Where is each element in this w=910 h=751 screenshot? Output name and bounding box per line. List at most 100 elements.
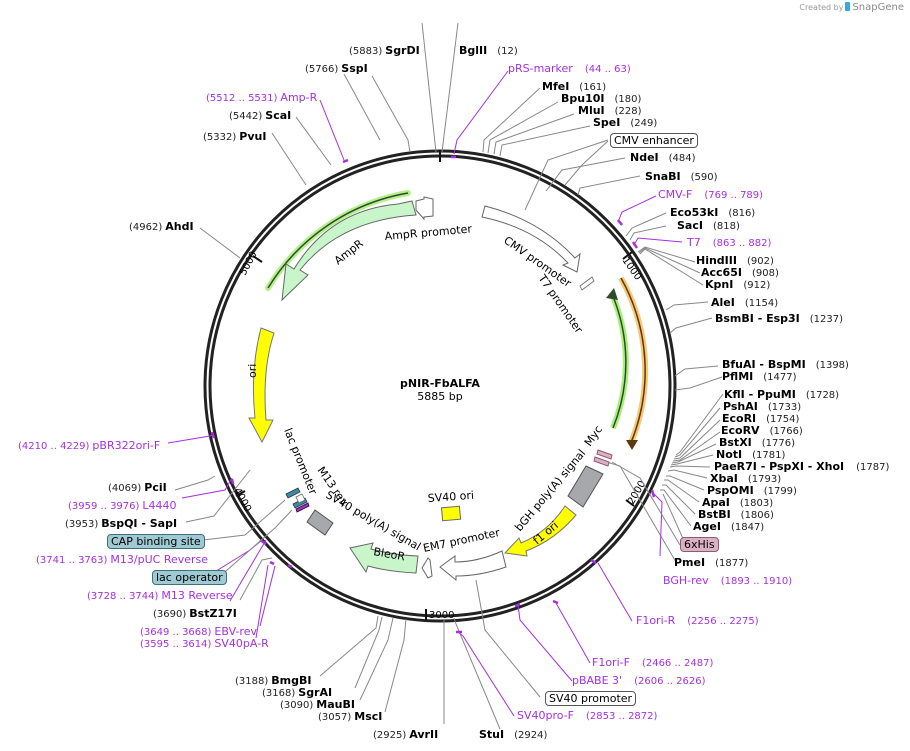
enzyme-bmgbi[interactable]: (3188)BmgBI (232, 674, 311, 688)
enzyme-bfuai-bspmi[interactable]: BfuAI - BspMI(1398) (722, 358, 852, 372)
primer-f1ori-f[interactable]: F1ori-F(2466 .. 2487) (592, 656, 716, 670)
primer-sv40pro-f[interactable]: SV40pro-F(2853 .. 2872) (517, 709, 660, 723)
t7-promoter-feature[interactable] (579, 276, 595, 291)
sv40-polya-feature[interactable] (306, 509, 334, 536)
ori-feature[interactable] (248, 327, 275, 444)
enzyme-bstbi[interactable]: BstBI(1806) (698, 508, 777, 522)
enzyme-sgrdi[interactable]: (5883)SgrDI (346, 44, 420, 58)
enzyme-leaders (174, 22, 724, 730)
sv40-ori-feature[interactable] (440, 505, 462, 522)
feature-leaders (194, 140, 681, 698)
em7-promoter-feature[interactable] (439, 550, 507, 582)
enzyme-pflmi[interactable]: PflMI(1477) (722, 370, 800, 384)
enzyme-position: (3690) (153, 609, 187, 620)
enzyme-sspi[interactable]: (5766)SspI (302, 62, 368, 76)
primer-t7[interactable]: T7(863 .. 882) (687, 236, 774, 250)
f1-ori-feature[interactable] (503, 505, 577, 557)
enzyme-kpni[interactable]: KpnI(912) (705, 278, 773, 292)
enzyme-avrii[interactable]: (2925)AvrII (370, 728, 438, 742)
enzyme-ecori[interactable]: EcoRI(1754) (722, 412, 802, 426)
enzyme-spei[interactable]: SpeI(249) (593, 116, 660, 130)
enzyme-name: BstBI (698, 508, 731, 521)
lac-promoter-feature[interactable] (295, 493, 306, 504)
snapgene-logo-icon (845, 2, 851, 11)
enzyme-position: (5332) (203, 132, 237, 143)
feature-cap-binding-site[interactable]: CAP binding site (107, 534, 205, 549)
enzyme-xbai[interactable]: XbaI(1793) (710, 472, 784, 486)
enzyme-ecorv[interactable]: EcoRV(1766) (721, 424, 806, 438)
primer-cmv-f[interactable]: CMV-F(769 .. 789) (658, 188, 766, 202)
enzyme-eco53ki[interactable]: Eco53kI(816) (670, 206, 758, 220)
enzyme-ndei[interactable]: NdeI(484) (630, 151, 699, 165)
ampr-feature[interactable] (281, 200, 417, 302)
enzyme-position: (1793) (747, 474, 782, 485)
enzyme-alei[interactable]: AleI(1154) (711, 296, 781, 310)
green-orf-line (611, 293, 627, 429)
primer-f1ori-r[interactable]: F1ori-R(2256 .. 2275) (636, 614, 762, 628)
primer-l4440[interactable]: (3959 .. 3976)L4440 (65, 499, 177, 513)
primer-pbabe-3[interactable]: pBABE 3'(2606 .. 2626) (572, 674, 709, 688)
enzyme-mlui[interactable]: MluI(228) (578, 104, 645, 118)
m13-rev-feature[interactable] (295, 502, 310, 513)
enzyme-name: ApaI (702, 496, 730, 509)
enzyme-saci[interactable]: SacI(818) (677, 219, 743, 233)
enzyme-pcii[interactable]: (4069)PciI (105, 481, 167, 495)
enzyme-scai[interactable]: (5442)ScaI (226, 109, 291, 123)
enzyme-pmei[interactable]: PmeI(1877) (674, 556, 751, 570)
enzyme-mfei[interactable]: MfeI(161) (542, 80, 609, 94)
primer-sv40pa-r[interactable]: (3595 .. 3614)SV40pA-R (137, 637, 269, 651)
enzyme-bstxi[interactable]: BstXI(1776) (719, 436, 798, 450)
green-orf-arrowhead (606, 288, 618, 300)
enzyme-bsmbi-esp3i[interactable]: BsmBI - Esp3I(1237) (715, 312, 846, 326)
enzyme-bglii[interactable]: BglII(12) (459, 44, 521, 58)
feature-lac-operator[interactable]: lac operator (152, 570, 227, 585)
enzyme-bpu10i[interactable]: Bpu10I(180) (561, 92, 644, 106)
primer-prs-marker[interactable]: pRS-marker(44 .. 63) (508, 62, 634, 76)
cmv-promoter-feature[interactable] (481, 205, 581, 273)
enzyme-sgrai[interactable]: (3168)SgrAI (259, 686, 332, 700)
svg-text:SV40 ori: SV40 ori (427, 489, 474, 505)
enzyme-bstz17i[interactable]: (3690)BstZ17I (150, 607, 237, 621)
primer-m13-puc-reverse[interactable]: (3741 .. 3763)M13/pUC Reverse (33, 553, 208, 567)
primer-pbr322ori-f[interactable]: (4210 .. 4229)pBR322ori-F (15, 439, 160, 453)
myc-feature-2[interactable] (593, 456, 610, 467)
enzyme-name: BglII (459, 44, 488, 57)
enzyme-pspomi[interactable]: PspOMI(1799) (707, 484, 800, 498)
primer-bgh-rev[interactable]: BGH-rev(1893 .. 1910) (663, 574, 795, 588)
feature-sv40-promoter[interactable]: SV40 promoter (545, 691, 637, 706)
enzyme-pvui[interactable]: (5332)PvuI (200, 130, 266, 144)
myc-feature-1[interactable] (596, 449, 613, 460)
enzyme-position: (1237) (809, 314, 844, 325)
enzyme-position: (902) (746, 256, 774, 267)
enzyme-hindiii[interactable]: HindIII(902) (696, 254, 777, 268)
enzyme-apai[interactable]: ApaI(1803) (702, 496, 776, 510)
primer-name: pBR322ori-F (92, 439, 161, 452)
enzyme-snabi[interactable]: SnaBI(590) (645, 170, 721, 184)
primer-m13-reverse[interactable]: (3728 .. 3744)M13 Reverse (84, 589, 233, 603)
enzyme-acc65i[interactable]: Acc65I(908) (701, 266, 782, 280)
cap-binding-site-feature[interactable] (285, 487, 301, 499)
enzyme-pshai[interactable]: PshAI(1733) (723, 400, 804, 414)
primer-amp-r[interactable]: (5512 .. 5531)Amp-R (203, 91, 317, 105)
primer-range: (2853 .. 2872) (586, 711, 658, 722)
enzyme-agei[interactable]: AgeI(1847) (693, 520, 767, 534)
enzyme-bspqi-sapi[interactable]: (3953)BspQI - SapI (62, 517, 177, 531)
enzyme-noti[interactable]: NotI(1781) (716, 448, 788, 462)
enzyme-position: (816) (728, 208, 756, 219)
enzyme-kfli-ppumi[interactable]: KflI - PpuMI(1728) (724, 388, 842, 402)
ampr-orf-line (267, 192, 409, 289)
feature-6xhis[interactable]: 6xHis (680, 537, 719, 552)
enzyme-ahdi[interactable]: (4962)AhdI (126, 220, 194, 234)
enzyme-stui[interactable]: StuI(2924) (479, 728, 550, 742)
enzyme-maubi[interactable]: (3090)MauBI (277, 698, 355, 712)
primer-range: (3728 .. 3744) (87, 591, 159, 602)
enzyme-msci[interactable]: (3057)MscI (315, 710, 382, 724)
ampr-promoter-feature[interactable] (415, 196, 434, 221)
primer-ebv-rev[interactable]: (3649 .. 3668)EBV-rev (137, 625, 257, 639)
primer-range: (2606 .. 2626) (634, 676, 706, 687)
feature-cmv-enhancer[interactable]: CMV enhancer (610, 133, 698, 148)
enzyme-position: (3168) (262, 688, 296, 699)
bleor-feature[interactable] (349, 542, 419, 574)
enzyme-paer7i-pspxi-xhoi[interactable]: PaeR7I - PspXI - XhoI(1787) (714, 460, 892, 474)
bgh-polya-feature[interactable] (567, 465, 604, 508)
